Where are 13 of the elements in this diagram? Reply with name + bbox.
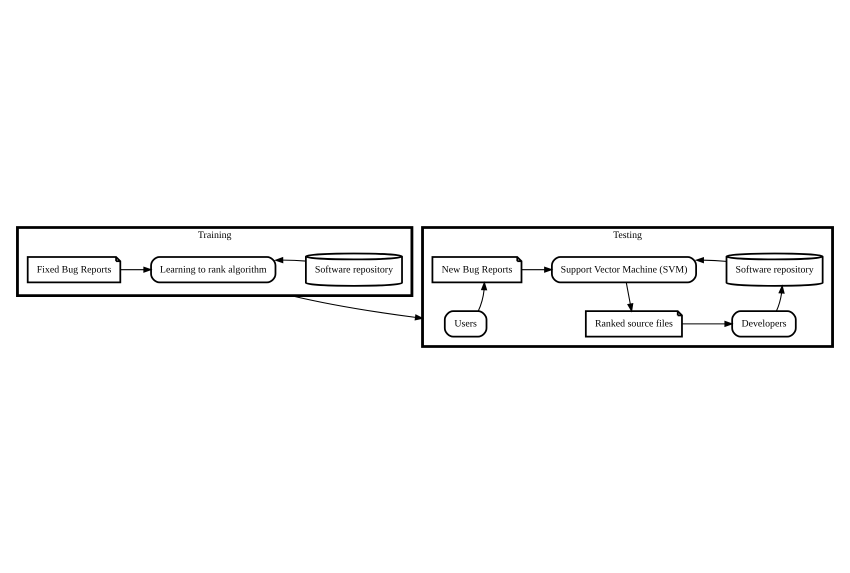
arrow <box>776 284 785 311</box>
arrow <box>478 280 488 311</box>
node-box: Users <box>444 310 488 337</box>
node-box: Learning to rank algorithm <box>150 256 276 283</box>
arrow <box>120 266 153 272</box>
arrow <box>274 256 306 263</box>
node-box: Support Vector Machine (SVM) <box>551 256 697 283</box>
node-box: Developers <box>731 310 797 337</box>
arrow <box>694 256 726 263</box>
arrow <box>682 320 734 327</box>
arrow <box>522 266 554 272</box>
arrow <box>290 294 424 320</box>
arrow <box>626 282 634 312</box>
